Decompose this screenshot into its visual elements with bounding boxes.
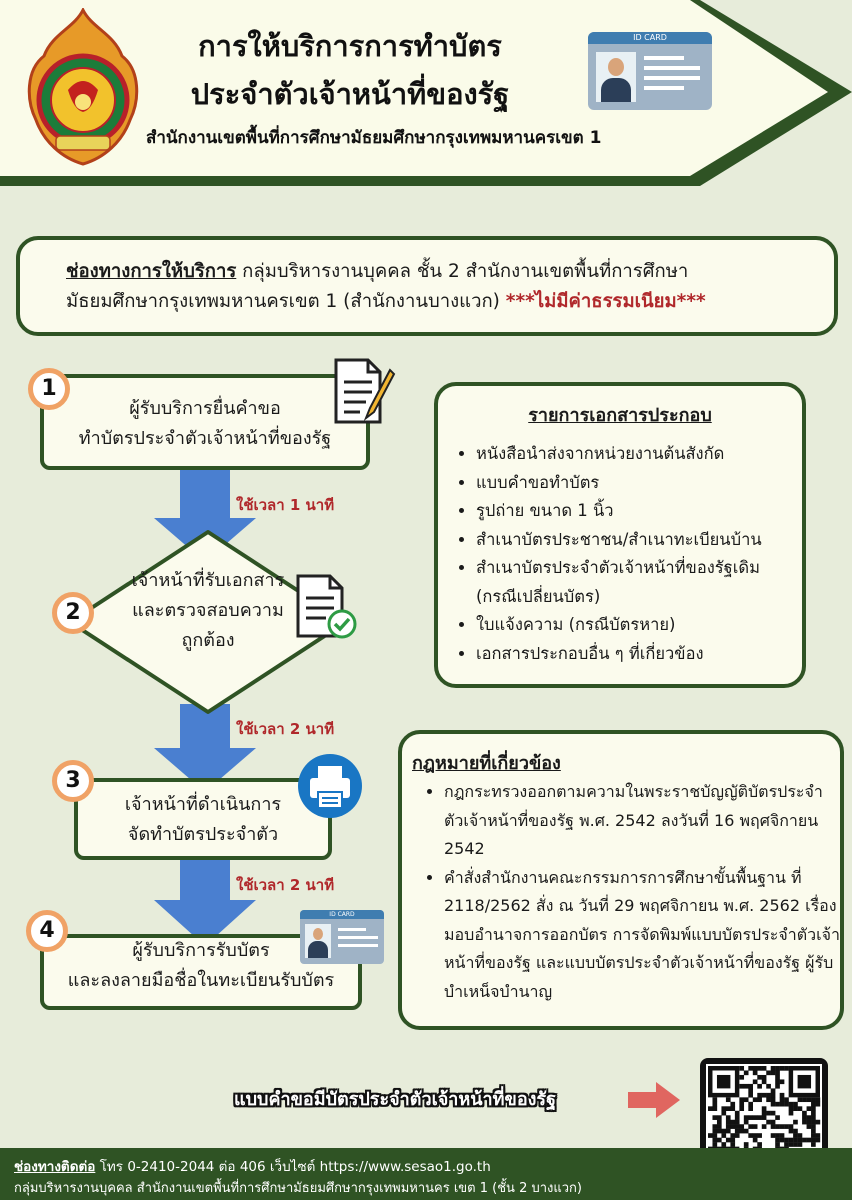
laws-box: กฎหมายที่เกี่ยวข้อง กฎกระทรวงออกตามความใ… [398, 730, 844, 1030]
step-4-number: 4 [26, 910, 68, 952]
step-1-number: 1 [28, 368, 70, 410]
step-2-text: เจ้าหน้าที่รับเอกสาร และตรวจสอบความ ถูกต… [90, 566, 326, 656]
document-edit-icon [334, 358, 396, 424]
laws-list: กฎกระทรวงออกตามความในพระราชบัญญัติบัตรปร… [422, 778, 840, 1006]
step-3-box [74, 778, 332, 860]
arrow-down-2 [154, 704, 256, 792]
form-link-text[interactable]: แบบคำขอมีบัตรประจำตัวเจ้าหน้าที่ของรัฐ [234, 1089, 557, 1110]
footer-contact-text: โทร 0-2410-2044 ต่อ 406 เว็บไซต์ https:/… [95, 1159, 491, 1175]
time-label-2: ใช้เวลา 2 นาที [236, 720, 335, 738]
service-channel-box: ช่องทางการให้บริการ กลุ่มบริหารงานบุคคล … [16, 236, 838, 336]
ministry-emblem-icon [27, 8, 139, 166]
step-3-line-2: จัดทำบัตรประจำตัว [127, 824, 279, 845]
step-1-line-1: ผู้รับบริการยื่นคำขอ [129, 398, 281, 419]
title-line-1: การให้บริการการทำบัตร [198, 29, 502, 63]
step-3-line-1: เจ้าหน้าที่ดำเนินการ [124, 794, 282, 815]
document-item: ใบแจ้งความ (กรณีบัตรหาย) [476, 611, 802, 640]
laws-title: กฎหมายที่เกี่ยวข้อง [412, 753, 561, 774]
step-3-number: 3 [52, 760, 94, 802]
document-item: หนังสือนำส่งจากหน่วยงานต้นสังกัด [476, 440, 802, 469]
id-card-label: ID CARD [588, 32, 712, 44]
service-fee: ***ไม่มีค่าธรรมเนียม*** [505, 291, 706, 312]
page-title: การให้บริการการทำบัตร ประจำตัวเจ้าหน้าที… [140, 22, 560, 118]
id-card-small-icon: ID CARD [300, 910, 384, 964]
documents-title: รายการเอกสารประกอบ [528, 405, 712, 426]
document-item: เอกสารประกอบอื่น ๆ ที่เกี่ยวข้อง [476, 640, 802, 669]
step-3-text: เจ้าหน้าที่ดำเนินการ จัดทำบัตรประจำตัว [90, 790, 316, 850]
footer-address: กลุ่มบริหารงานบุคคล สำนักงานเขตพื้นที่กา… [14, 1181, 582, 1196]
step-4-line-1: ผู้รับบริการรับบัตร [132, 940, 270, 961]
documents-list: หนังสือนำส่งจากหน่วยงานต้นสังกัดแบบคำขอท… [454, 440, 802, 668]
time-label-3: ใช้เวลา 2 นาที [236, 876, 335, 894]
document-item: สำเนาบัตรประชาชน/สำเนาทะเบียนบ้าน [476, 526, 802, 555]
footer-contact-line: ช่องทางติดต่อ โทร 0-2410-2044 ต่อ 406 เว… [14, 1155, 491, 1177]
service-text-2: มัธยมศึกษากรุงเทพมหานครเขต 1 (สำนักงานบา… [66, 291, 500, 312]
step-2-line-2: และตรวจสอบความ [132, 600, 284, 621]
service-text-1: กลุ่มบริหารงานบุคคล ชั้น 2 สำนักงานเขตพื… [236, 261, 689, 282]
service-line-1: ช่องทางการให้บริการ กลุ่มบริหารงานบุคคล … [66, 256, 688, 288]
footer-bar: ช่องทางติดต่อ โทร 0-2410-2044 ต่อ 406 เว… [0, 1148, 852, 1200]
document-item: แบบคำขอทำบัตร [476, 469, 802, 498]
step-2-line-3: ถูกต้อง [181, 630, 235, 651]
step-4-line-2: และลงลายมือชื่อในทะเบียนรับบัตร [67, 970, 335, 991]
documents-box: รายการเอกสารประกอบ หนังสือนำส่งจากหน่วยง… [434, 382, 806, 688]
time-label-1: ใช้เวลา 1 นาที [236, 496, 335, 514]
step-1-line-2: ทำบัตรประจำตัวเจ้าหน้าที่ของรัฐ [78, 428, 332, 449]
id-card-icon: ID CARD [588, 32, 712, 110]
printer-icon [298, 754, 362, 818]
arrow-down-3 [154, 858, 256, 946]
document-item: สำเนาบัตรประจำตัวเจ้าหน้าที่ของรัฐเดิม (… [476, 554, 802, 611]
id-card-photo [596, 52, 636, 102]
service-line-2: มัธยมศึกษากรุงเทพมหานครเขต 1 (สำนักงานบา… [66, 286, 706, 318]
step-1-text: ผู้รับบริการยื่นคำขอ ทำบัตรประจำตัวเจ้าห… [40, 394, 370, 454]
law-item: กฎกระทรวงออกตามความในพระราชบัญญัติบัตรปร… [444, 778, 840, 864]
id-card-small-label: ID CARD [300, 910, 384, 919]
step-2-line-1: เจ้าหน้าที่รับเอกสาร [131, 570, 285, 591]
step-1-box [40, 374, 370, 470]
title-line-2: ประจำตัวเจ้าหน้าที่ของรัฐ [190, 77, 510, 111]
footer-contact-label: ช่องทางติดต่อ [14, 1159, 96, 1175]
law-item: คำสั่งสำนักงานคณะกรรมการการศึกษาขั้นพื้น… [444, 864, 840, 1007]
document-check-icon [296, 574, 357, 639]
arrow-right-icon [628, 1082, 680, 1118]
page-subtitle: สำนักงานเขตพื้นที่การศึกษามัธยมศึกษากรุง… [146, 128, 602, 148]
document-item: รูปถ่าย ขนาด 1 นิ้ว [476, 497, 802, 526]
service-label: ช่องทางการให้บริการ [66, 261, 237, 282]
step-4-text: ผู้รับบริการรับบัตร และลงลายมือชื่อในทะเ… [40, 936, 362, 996]
step-2-number: 2 [52, 592, 94, 634]
arrow-down-1 [154, 466, 256, 562]
